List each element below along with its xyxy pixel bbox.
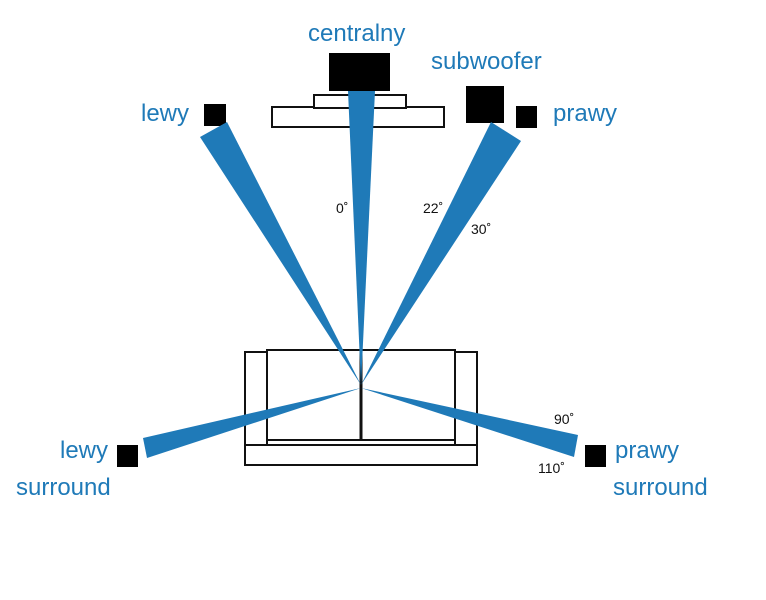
right-surround-label-line1: prawy: [615, 437, 680, 464]
left-speaker: [204, 104, 226, 126]
right-speaker-label: prawy: [553, 100, 618, 127]
sofa-right-arm: [454, 351, 478, 446]
sofa-left-arm: [244, 351, 268, 446]
right-speaker: [516, 106, 537, 128]
center-speaker-label: centralny: [308, 20, 406, 47]
left-surround-label-line1: lewy: [60, 437, 109, 464]
angle-front-min-label: 22˚: [423, 200, 444, 216]
angle-surround-max-label: 110˚: [538, 460, 565, 476]
sofa-base: [244, 444, 478, 466]
subwoofer-label: subwoofer: [431, 48, 542, 75]
left-speaker-label: lewy: [141, 100, 190, 127]
center-speaker: [329, 53, 390, 91]
beam-center: [348, 91, 375, 385]
beam-left: [200, 122, 361, 385]
angle-center-label: 0˚: [336, 200, 349, 216]
beam-left-surround: [143, 388, 361, 458]
beam-right-surround: [361, 388, 578, 457]
subwoofer-speaker: [466, 86, 504, 123]
sound-beams: [143, 91, 578, 458]
left-surround-label-line2: surround: [16, 474, 111, 501]
right-surround-speaker: [585, 445, 606, 467]
right-surround-label-line2: surround: [613, 474, 708, 501]
angle-surround-min-label: 90˚: [554, 411, 575, 427]
angle-front-max-label: 30˚: [471, 221, 492, 237]
beam-right: [361, 122, 521, 385]
left-surround-speaker: [117, 445, 138, 467]
